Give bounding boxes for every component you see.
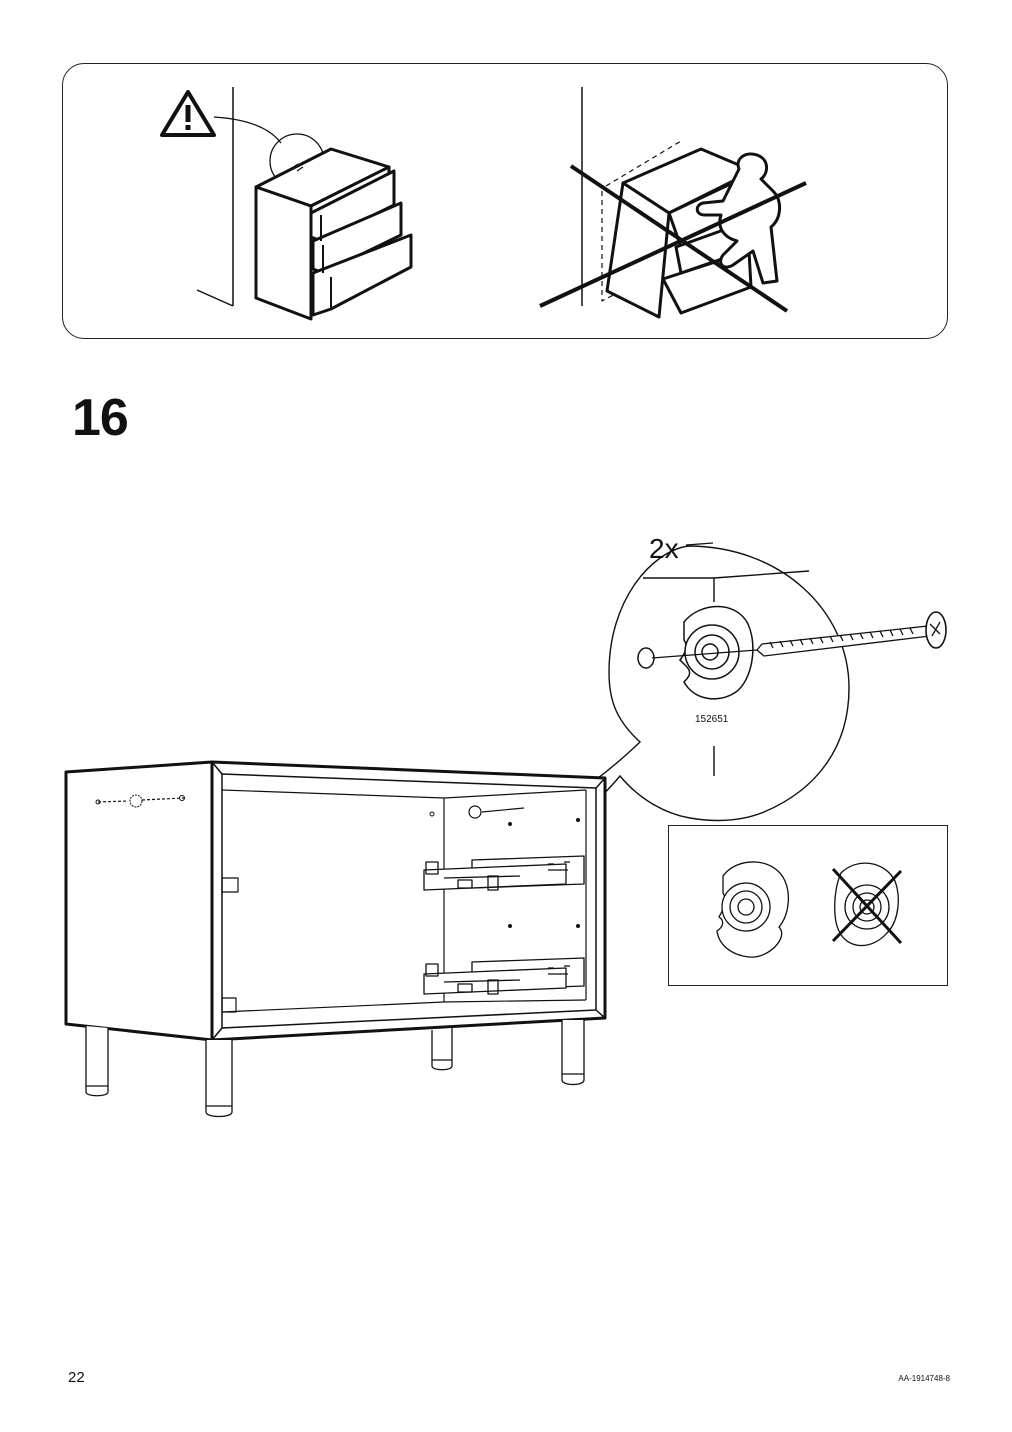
warning-triangle-icon	[160, 90, 216, 137]
correct-orientation-icon	[716, 861, 790, 958]
cabinet	[64, 760, 607, 1118]
no-climbing-icon	[539, 140, 807, 319]
callout-circle	[519, 545, 850, 827]
orientation-illustration	[716, 861, 903, 958]
screw	[651, 611, 947, 659]
wrong-orientation-icon	[831, 862, 903, 947]
orientation-detail-box	[668, 825, 948, 986]
part-number: 152651	[695, 714, 729, 725]
step-number: 16	[72, 389, 129, 447]
page-number: 22	[68, 1369, 85, 1386]
quantity-label: 2x	[649, 533, 679, 564]
document-code: AA-1914748-8	[898, 1374, 950, 1383]
warning-panel	[62, 63, 948, 339]
chest-anchored	[254, 147, 413, 321]
warning-illustration	[160, 87, 807, 321]
